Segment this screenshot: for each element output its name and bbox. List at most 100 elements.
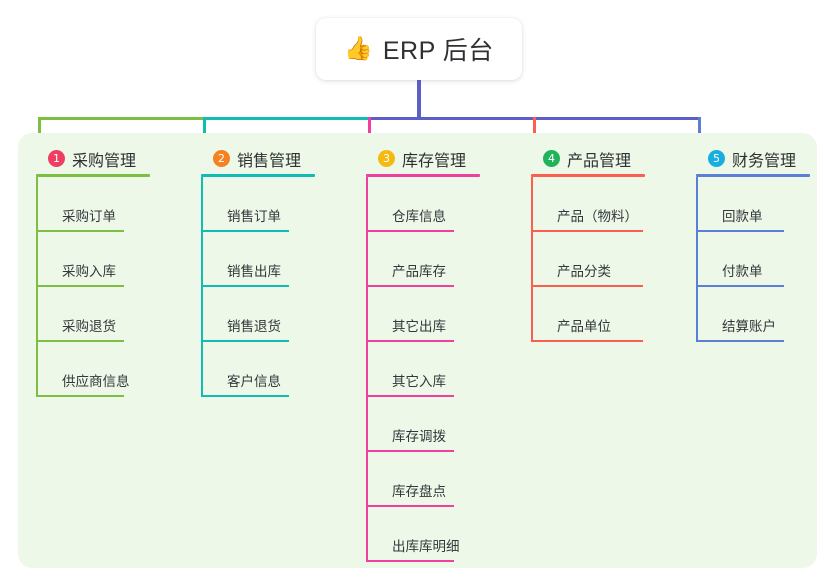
branch-column-4: 4 产品管理产品（物料） 产品分类产品单位 (531, 145, 645, 342)
branch-header-rule (531, 174, 645, 177)
thumbs-up-icon: 👍 (344, 35, 373, 62)
bus-segment-1 (38, 117, 205, 120)
item-underline (696, 285, 784, 287)
branch-drop-line-2 (203, 117, 206, 148)
branch-header-1[interactable]: 1 采购管理 (36, 145, 136, 172)
item-underline (36, 230, 124, 232)
item-label: 产品库存 (392, 264, 446, 279)
branch-title: 库存管理 (402, 152, 467, 170)
item-underline (366, 505, 454, 507)
item-label: 采购退货 (62, 319, 116, 334)
item-label: 出库库明细 (392, 539, 460, 554)
branch-header-4[interactable]: 4 产品管理 (531, 145, 631, 172)
item-underline (201, 340, 289, 342)
item-spine (36, 232, 38, 287)
item-spine (531, 287, 533, 342)
branch-header-3[interactable]: 3 库存管理 (366, 145, 466, 172)
item-underline (531, 340, 643, 342)
branch-title: 销售管理 (237, 152, 302, 170)
root-title: ERP 后台 (382, 37, 494, 65)
root-node[interactable]: 👍 ERP 后台 (316, 18, 522, 80)
branch-column-3: 3 库存管理仓库信息产品库存其它出库其它入库库存调拨库存盘点出库库明细 (366, 145, 480, 562)
item-underline (531, 285, 643, 287)
branch-header-rule (696, 174, 810, 177)
branch-drop-line-3 (368, 117, 371, 148)
item-spine (696, 287, 698, 342)
item-underline (201, 395, 289, 397)
item-label: 回款单 (722, 209, 763, 224)
item-spine (531, 177, 533, 232)
item-spine (201, 177, 203, 232)
branch-title: 财务管理 (732, 152, 797, 170)
item-underline (366, 285, 454, 287)
branch-column-1: 1 采购管理采购订单采购入库采购退货供应商信息 (36, 145, 150, 397)
branch-number-badge: 2 (213, 150, 230, 167)
item-underline (36, 340, 124, 342)
branch-header-5[interactable]: 5 财务管理 (696, 145, 796, 172)
item-label: 结算账户 (722, 319, 776, 334)
item-spine (366, 287, 368, 342)
item-label: 采购入库 (62, 264, 116, 279)
item-underline (201, 230, 289, 232)
item-label: 产品（物料） (557, 209, 638, 224)
item-label: 库存调拨 (392, 429, 446, 444)
item-spine (531, 232, 533, 287)
item-underline (696, 230, 784, 232)
branch-number-badge: 5 (708, 150, 725, 167)
item-label: 销售退货 (227, 319, 281, 334)
item-spine (366, 177, 368, 232)
item-spine (201, 342, 203, 397)
branch-header-rule (36, 174, 150, 177)
branch-header-2[interactable]: 2 销售管理 (201, 145, 301, 172)
item-spine (366, 507, 368, 562)
bus-segment-2 (203, 117, 370, 120)
item-spine (201, 232, 203, 287)
branch-number-badge: 3 (378, 150, 395, 167)
item-label: 仓库信息 (392, 209, 446, 224)
item-label: 采购订单 (62, 209, 116, 224)
item-spine (36, 342, 38, 397)
item-underline (366, 395, 454, 397)
item-underline (36, 395, 124, 397)
item-underline (366, 340, 454, 342)
bus-segment-3 (368, 117, 421, 120)
item-underline (36, 285, 124, 287)
item-spine (36, 177, 38, 232)
branch-number-badge: 4 (543, 150, 560, 167)
item-spine (366, 232, 368, 287)
branch-number-badge: 1 (48, 150, 65, 167)
item-label: 产品分类 (557, 264, 611, 279)
item-label: 付款单 (722, 264, 763, 279)
bus-segment-5 (533, 117, 700, 120)
item-underline (531, 230, 643, 232)
bus-segment-4 (419, 117, 535, 120)
item-label: 其它出库 (392, 319, 446, 334)
branch-drop-line-1 (38, 117, 41, 148)
item-label: 产品单位 (557, 319, 611, 334)
item-spine (366, 397, 368, 452)
item-underline (696, 340, 784, 342)
item-underline (201, 285, 289, 287)
item-label: 供应商信息 (62, 374, 130, 389)
branch-drop-line-4 (533, 117, 536, 148)
root-trunk-line (417, 80, 421, 120)
item-spine (36, 287, 38, 342)
item-spine (696, 232, 698, 287)
branch-column-2: 2 销售管理销售订单销售出库销售退货客户信息 (201, 145, 315, 397)
item-underline (366, 560, 454, 562)
item-label: 客户信息 (227, 374, 281, 389)
item-label: 销售出库 (227, 264, 281, 279)
branch-header-rule (366, 174, 480, 177)
branch-title: 产品管理 (567, 152, 632, 170)
item-spine (366, 452, 368, 507)
item-spine (696, 177, 698, 232)
item-underline (366, 450, 454, 452)
item-label: 其它入库 (392, 374, 446, 389)
item-label: 销售订单 (227, 209, 281, 224)
item-underline (366, 230, 454, 232)
branch-title: 采购管理 (72, 152, 137, 170)
item-label: 库存盘点 (392, 484, 446, 499)
branch-drop-line-5 (698, 117, 701, 148)
branch-column-5: 5 财务管理回款单付款单结算账户 (696, 145, 810, 342)
